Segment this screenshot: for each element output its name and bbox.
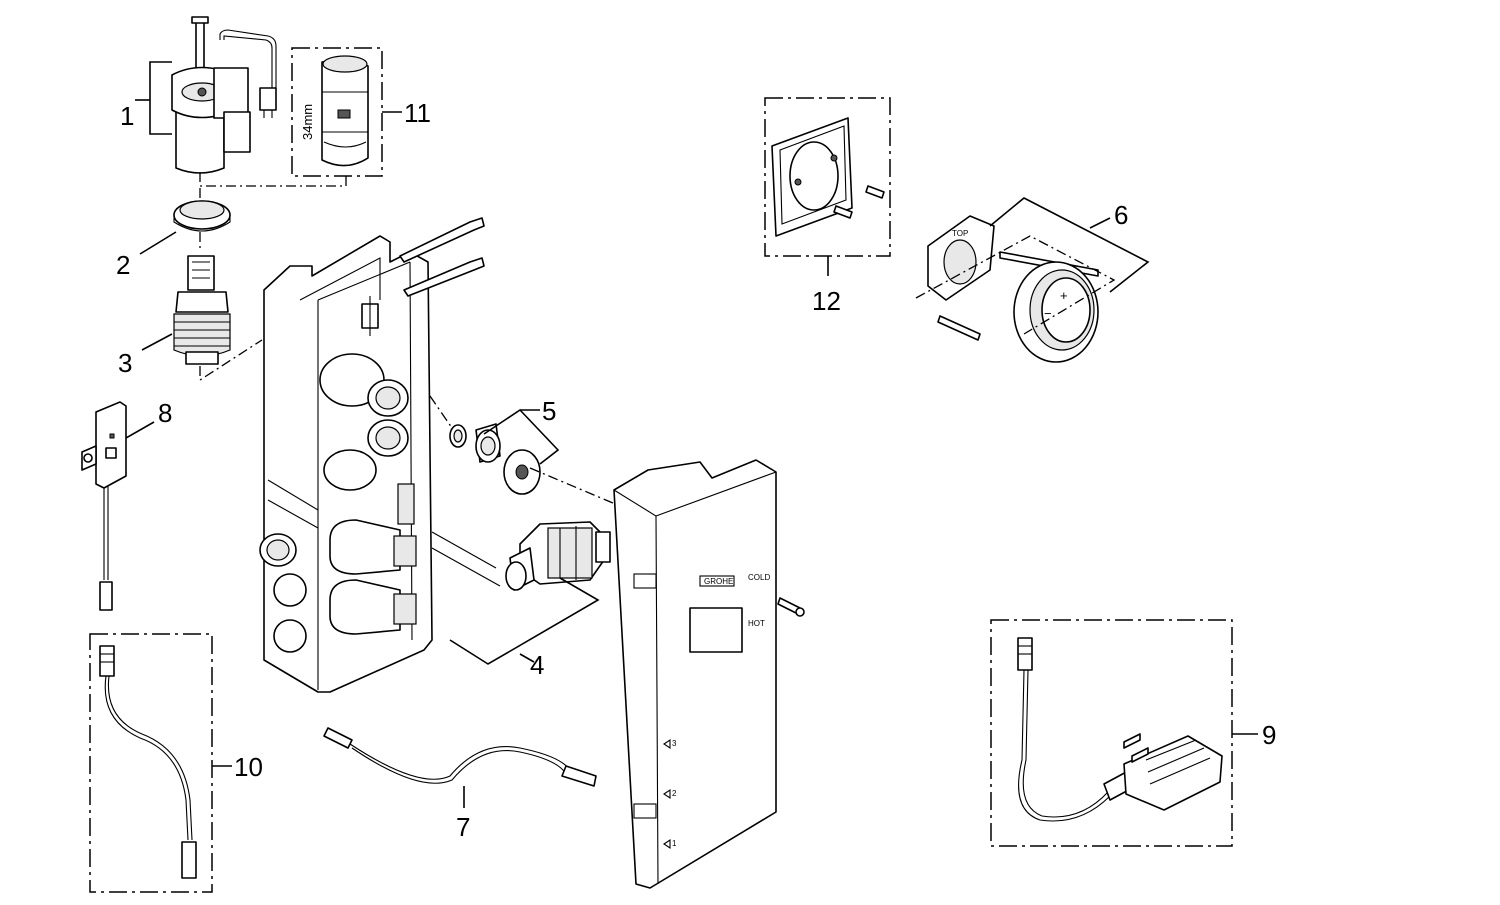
callout-3: 3 bbox=[118, 348, 132, 378]
tool-dimension-label: 34mm bbox=[300, 104, 315, 140]
callout-box-10 bbox=[89, 633, 213, 893]
label-outlet-2: 2 bbox=[672, 789, 677, 798]
rosette-top-label: TOP bbox=[952, 229, 968, 238]
callout-11: 11 bbox=[404, 98, 431, 128]
panel-brand: GROHE bbox=[704, 577, 733, 586]
callout-2: 2 bbox=[116, 250, 130, 280]
callout-6: 6 bbox=[1114, 200, 1128, 230]
part-10-cable bbox=[99, 645, 197, 879]
part-8-sensor bbox=[81, 401, 127, 611]
main-housing-body bbox=[259, 217, 501, 693]
callout-box-11 bbox=[291, 47, 383, 177]
callout-7: 7 bbox=[456, 812, 470, 842]
label-outlet-1: 1 bbox=[672, 839, 677, 848]
panel-screw bbox=[777, 597, 805, 617]
part-9-power-adapter bbox=[1017, 637, 1223, 822]
front-cover-panel: GROHE COLD HOT 3 2 1 bbox=[613, 459, 777, 889]
part-7-cable bbox=[323, 727, 597, 787]
svg-text:−: − bbox=[1044, 306, 1052, 321]
callout-12: 12 bbox=[812, 286, 841, 316]
callout-10: 10 bbox=[234, 752, 263, 782]
callout-9: 9 bbox=[1262, 720, 1276, 750]
callout-1: 1 bbox=[120, 101, 134, 131]
part-3-valve-insert bbox=[173, 255, 231, 365]
part-6-control-knob: TOP + − bbox=[927, 215, 1099, 363]
label-hot: HOT bbox=[748, 619, 765, 628]
label-cold: COLD bbox=[748, 573, 770, 582]
part-1-cartridge bbox=[171, 16, 277, 174]
part-2-ring bbox=[173, 200, 231, 232]
part-5-valve bbox=[449, 423, 541, 495]
callout-5: 5 bbox=[542, 396, 556, 426]
part-4-diverter bbox=[505, 521, 611, 591]
part-12-wall-plate bbox=[771, 117, 885, 237]
svg-text:+: + bbox=[1060, 288, 1068, 303]
callout-4: 4 bbox=[530, 650, 544, 680]
callout-box-9 bbox=[990, 619, 1233, 847]
label-outlet-3: 3 bbox=[672, 739, 677, 748]
part-11-wrench-tool bbox=[321, 55, 369, 167]
callout-8: 8 bbox=[158, 398, 172, 428]
